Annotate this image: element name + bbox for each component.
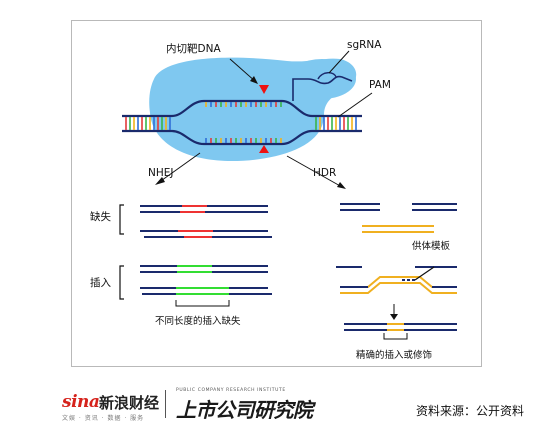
target-dna [122, 99, 362, 146]
label-hdr: HDR [313, 167, 336, 179]
sina-logo: sina [62, 392, 100, 412]
label-nhej: NHEJ [148, 167, 173, 179]
nhej-arrow [157, 152, 201, 184]
source-note: 资料来源：公开资料 [415, 404, 524, 418]
label-sgrna: sgRNA [347, 39, 382, 51]
dna-left-top [122, 99, 362, 118]
precise-brace [383, 333, 408, 340]
indel-brace [175, 300, 230, 307]
dna-left-bottom [122, 129, 362, 146]
hdr-result-arrow-head [390, 314, 398, 320]
cut-marker-top [259, 85, 269, 94]
base-pairs-right [315, 117, 357, 130]
insertion-pair-2 [140, 287, 272, 295]
nick-pointer-head [250, 76, 258, 84]
label-nick-dna: 内切靶DNA [166, 42, 221, 55]
crispr-diagram-frame: 内切靶DNA sgRNA PAM NHEJ HDR 缺失 [71, 20, 482, 367]
base-pairs-left [125, 117, 171, 130]
pam-pointer [337, 92, 373, 118]
hdr-cut-dna [340, 203, 457, 211]
insertion-pair-1 [140, 265, 268, 273]
sgrna-loop [317, 72, 337, 80]
label-pam: PAM [369, 79, 391, 91]
label-deletion: 缺失 [90, 210, 111, 223]
nhej-arrow-head [155, 177, 165, 185]
label-donor: 供体模板 [412, 240, 451, 252]
label-insertion: 插入 [90, 276, 111, 289]
crispr-repair-diagram: 内切靶DNA sgRNA PAM NHEJ HDR 缺失 [90, 39, 457, 361]
hdr-strand-invasion [336, 266, 457, 294]
deletion-pair-1 [140, 205, 268, 213]
institute-english: PUBLIC COMPANY RESEARCH INSTITUTE [176, 388, 286, 393]
footer: sina 新浪财经 文娱 · 资讯 · 数据 · 服务 PUBLIC COMPA… [0, 380, 550, 434]
hdr-arrow [286, 155, 343, 188]
label-precise: 精确的插入或修饰 [356, 349, 432, 361]
sgrna-pointer [328, 50, 350, 74]
cas9-lobe [288, 59, 356, 99]
cut-marker-bottom [259, 145, 269, 153]
institute-logo: 上市公司研究院 [176, 398, 313, 422]
donor-template [362, 225, 434, 233]
deletion-bracket [119, 204, 124, 235]
hdr-repaired-dna [344, 323, 457, 331]
hdr-arrow-head [337, 182, 346, 189]
insertion-bracket [119, 265, 124, 300]
deletion-pair-2 [140, 230, 272, 238]
sgrna-strand [292, 75, 353, 101]
sina-subtitle: 文娱 · 资讯 · 数据 · 服务 [62, 415, 145, 422]
footer-divider [165, 390, 166, 418]
base-pairs-bubble [205, 102, 282, 143]
nick-pointer [229, 58, 257, 83]
sina-finance-name: 新浪财经 [99, 394, 160, 412]
label-indel: 不同长度的插入缺失 [155, 315, 241, 327]
